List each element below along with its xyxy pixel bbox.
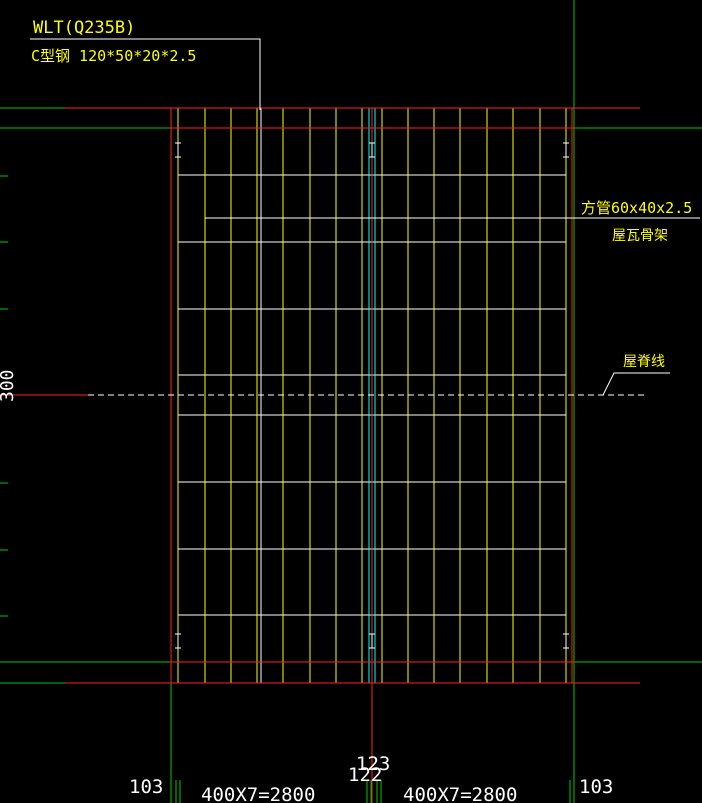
ridge-leader-line (602, 372, 670, 396)
dimension-center-bottom: 122 (348, 764, 382, 786)
purlin-leader-line (30, 38, 261, 110)
tube-spec-label: 方管60x40x2.5 (581, 199, 692, 217)
dimension-center-top: 123 (356, 753, 390, 775)
dimension-right-edge: 103 (579, 776, 613, 798)
dimension-right-span: 400X7=2800 (403, 784, 517, 803)
purlin-code-label: WLT(Q235B) (33, 18, 135, 38)
tile-frame-label: 屋瓦骨架 (612, 228, 668, 244)
dimension-left-edge: 103 (129, 776, 163, 798)
ridge-line-label: 屋脊线 (623, 354, 665, 370)
left-vertical-dimension: 300 (0, 369, 18, 402)
dimension-left-span: 400X7=2800 (201, 784, 315, 803)
purlin-spec-label: C型钢 120*50*20*2.5 (31, 47, 196, 65)
